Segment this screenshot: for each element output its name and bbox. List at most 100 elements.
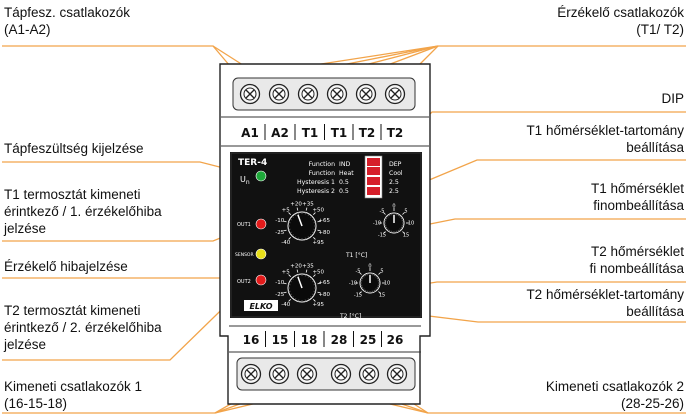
dip-row-name: Hysteresis 2: [297, 188, 335, 195]
bottom-terminal-screw-5[interactable]: [358, 363, 380, 385]
knob-tick-label: -5: [355, 269, 360, 275]
label-dip-text: DIP: [661, 91, 684, 106]
label-t1-output: T1 termosztát kimeneti érintkező / 1. ér…: [4, 186, 162, 237]
knob-tick-label: -5: [379, 209, 384, 215]
top-terminal-screw-3[interactable]: [297, 83, 319, 105]
bottom-terminal-label: 26: [387, 333, 404, 347]
knob-tick-label: +95: [312, 302, 324, 308]
power-led: [255, 170, 267, 182]
label-t2-output-line1: T2 termosztát kimeneti: [4, 303, 141, 318]
label-sensor-error-text: Érzékelő hibajelzése: [4, 259, 128, 274]
label-t1-range-line1: T1 hőmérséklet-tartomány: [526, 123, 684, 138]
label-sensor-terminals-line2: (T1/ T2): [636, 22, 684, 37]
top-terminal-label: T1: [302, 126, 319, 140]
label-sensor-terminals: Érzékelő csatlakozók (T1/ T2): [557, 4, 684, 38]
bottom-terminal-label: 15: [272, 333, 289, 347]
label-supply-terminals: Tápfesz. csatlakozók (A1-A2): [4, 4, 130, 38]
knob-tick-label: -25: [275, 230, 284, 236]
bottom-screws: [240, 363, 408, 385]
knob-tick-label: +35: [302, 202, 314, 208]
label-t2-fine: T2 hőmérséklet fi nombeállítása: [589, 243, 684, 277]
top-terminal-screw-2[interactable]: [268, 83, 290, 105]
label-output-terminals-1-line2: (16-15-18): [4, 396, 68, 411]
dip-row-right: 2.5: [389, 188, 399, 195]
knob-tick-label: +80: [318, 292, 330, 298]
label-t1-range-line2: beállítása: [626, 140, 684, 155]
knob-tick-label: 15: [379, 293, 385, 299]
dip-row-left: 0.5: [339, 188, 349, 195]
knob-tick-label: 0: [392, 204, 395, 210]
sensor-label: SENSOR: [235, 252, 254, 258]
label-t1-output-line2: érintkező / 1. érzékelőhiba: [4, 204, 162, 219]
dip-row-left: Heat: [339, 170, 354, 177]
top-screws: [239, 83, 406, 105]
bottom-terminal-screw-6[interactable]: [386, 363, 408, 385]
knob-tick-label: -25: [275, 292, 284, 298]
label-t1-output-line1: T1 termosztát kimeneti: [4, 187, 141, 202]
knob-tick-label: -40: [281, 302, 290, 308]
dip-switches: [367, 158, 380, 195]
label-t2-output-line3: jelzése: [4, 337, 47, 352]
knob-tick-label: 5: [404, 209, 407, 215]
knob-tick-label: -10: [275, 280, 284, 286]
label-t2-output-line2: érintkező / 2. érzékelőhiba: [4, 320, 162, 335]
knob-tick-label: +50: [312, 270, 324, 276]
dip-row-name: Hysteresis 1: [297, 179, 335, 186]
label-t2-fine-line2: fi nombeállítása: [589, 261, 684, 276]
top-terminal-screw-5[interactable]: [355, 83, 377, 105]
top-terminal-label: T1: [331, 126, 348, 140]
label-t1-fine-line2: finombeállítása: [593, 198, 684, 213]
bottom-terminal-screw-2[interactable]: [268, 363, 290, 385]
knob-tick-label: -40: [281, 240, 290, 246]
dip-row-right: 2.5: [389, 179, 399, 186]
label-t1-range: T1 hőmérséklet-tartomány beállítása: [526, 122, 684, 156]
label-t2-output: T2 termosztát kimeneti érintkező / 2. ér…: [4, 302, 162, 353]
knob-tick-label: +20: [290, 264, 302, 270]
label-output-terminals-2-line1: Kimeneti csatlakozók 2: [545, 379, 684, 394]
label-dip: DIP: [661, 90, 684, 107]
label-output-terminals-1-line1: Kimeneti csatlakozók 1: [4, 379, 143, 394]
t2-range-knob[interactable]: -40-25-10+5+20+35+50+65+80+95: [275, 264, 330, 308]
label-t1-fine-line1: T1 hőmérséklet: [590, 181, 684, 196]
top-terminal-label: A2: [271, 126, 289, 140]
sensor-led: [255, 248, 267, 260]
bottom-terminal-screw-4[interactable]: [330, 363, 352, 385]
out1-led: [255, 218, 267, 230]
label-supply-terminals-line2: (A1-A2): [4, 22, 51, 37]
label-t2-range-line2: beállítása: [626, 304, 684, 319]
knob-tick-label: +65: [318, 218, 330, 224]
label-sensor-error: Érzékelő hibajelzése: [4, 258, 128, 275]
knob-tick-label: -10: [275, 218, 284, 224]
knob-tick-label: +35: [302, 264, 314, 270]
top-terminal-screw-6[interactable]: [384, 83, 406, 105]
label-supply-indication: Tápfeszültség kijelzése: [4, 140, 144, 157]
knob-tick-label: +65: [318, 280, 330, 286]
brand-logo: [244, 300, 278, 311]
svg-text:Un: Un: [240, 175, 250, 186]
label-t2-range-line1: T2 hőmérséklet-tartomány: [526, 287, 684, 302]
dip-row-name: Function: [309, 170, 335, 177]
out2-label: OUT2: [237, 279, 251, 285]
top-terminal-screw-4[interactable]: [326, 83, 348, 105]
dip-row-right: Cool: [389, 170, 403, 177]
label-supply-terminals-line1: Tápfesz. csatlakozók: [4, 5, 131, 20]
dip-row-left: 0.5: [339, 179, 349, 186]
model-name: TER-4: [238, 158, 267, 168]
top-terminal-label: T2: [387, 126, 404, 140]
bottom-terminal-label: 18: [301, 333, 318, 347]
knob-tick-label: 10: [408, 221, 414, 227]
top-terminal-screw-1[interactable]: [239, 83, 261, 105]
dip-row-left: IND: [339, 161, 350, 168]
label-t2-fine-line1: T2 hőmérséklet: [590, 244, 684, 259]
knob-tick-label: +50: [312, 208, 324, 214]
label-t1-output-line3: jelzése: [4, 221, 47, 236]
bottom-terminal-screw-1[interactable]: [240, 363, 262, 385]
bottom-terminal-screw-3[interactable]: [296, 363, 318, 385]
label-sensor-terminals-line1: Érzékelő csatlakozók: [557, 5, 684, 20]
t2-unit-label: T2 [°C]: [339, 313, 361, 320]
knob-tick-label: +20: [290, 202, 302, 208]
t1-range-knob[interactable]: -40-25-10+5+20+35+50+65+80+95: [275, 202, 330, 246]
